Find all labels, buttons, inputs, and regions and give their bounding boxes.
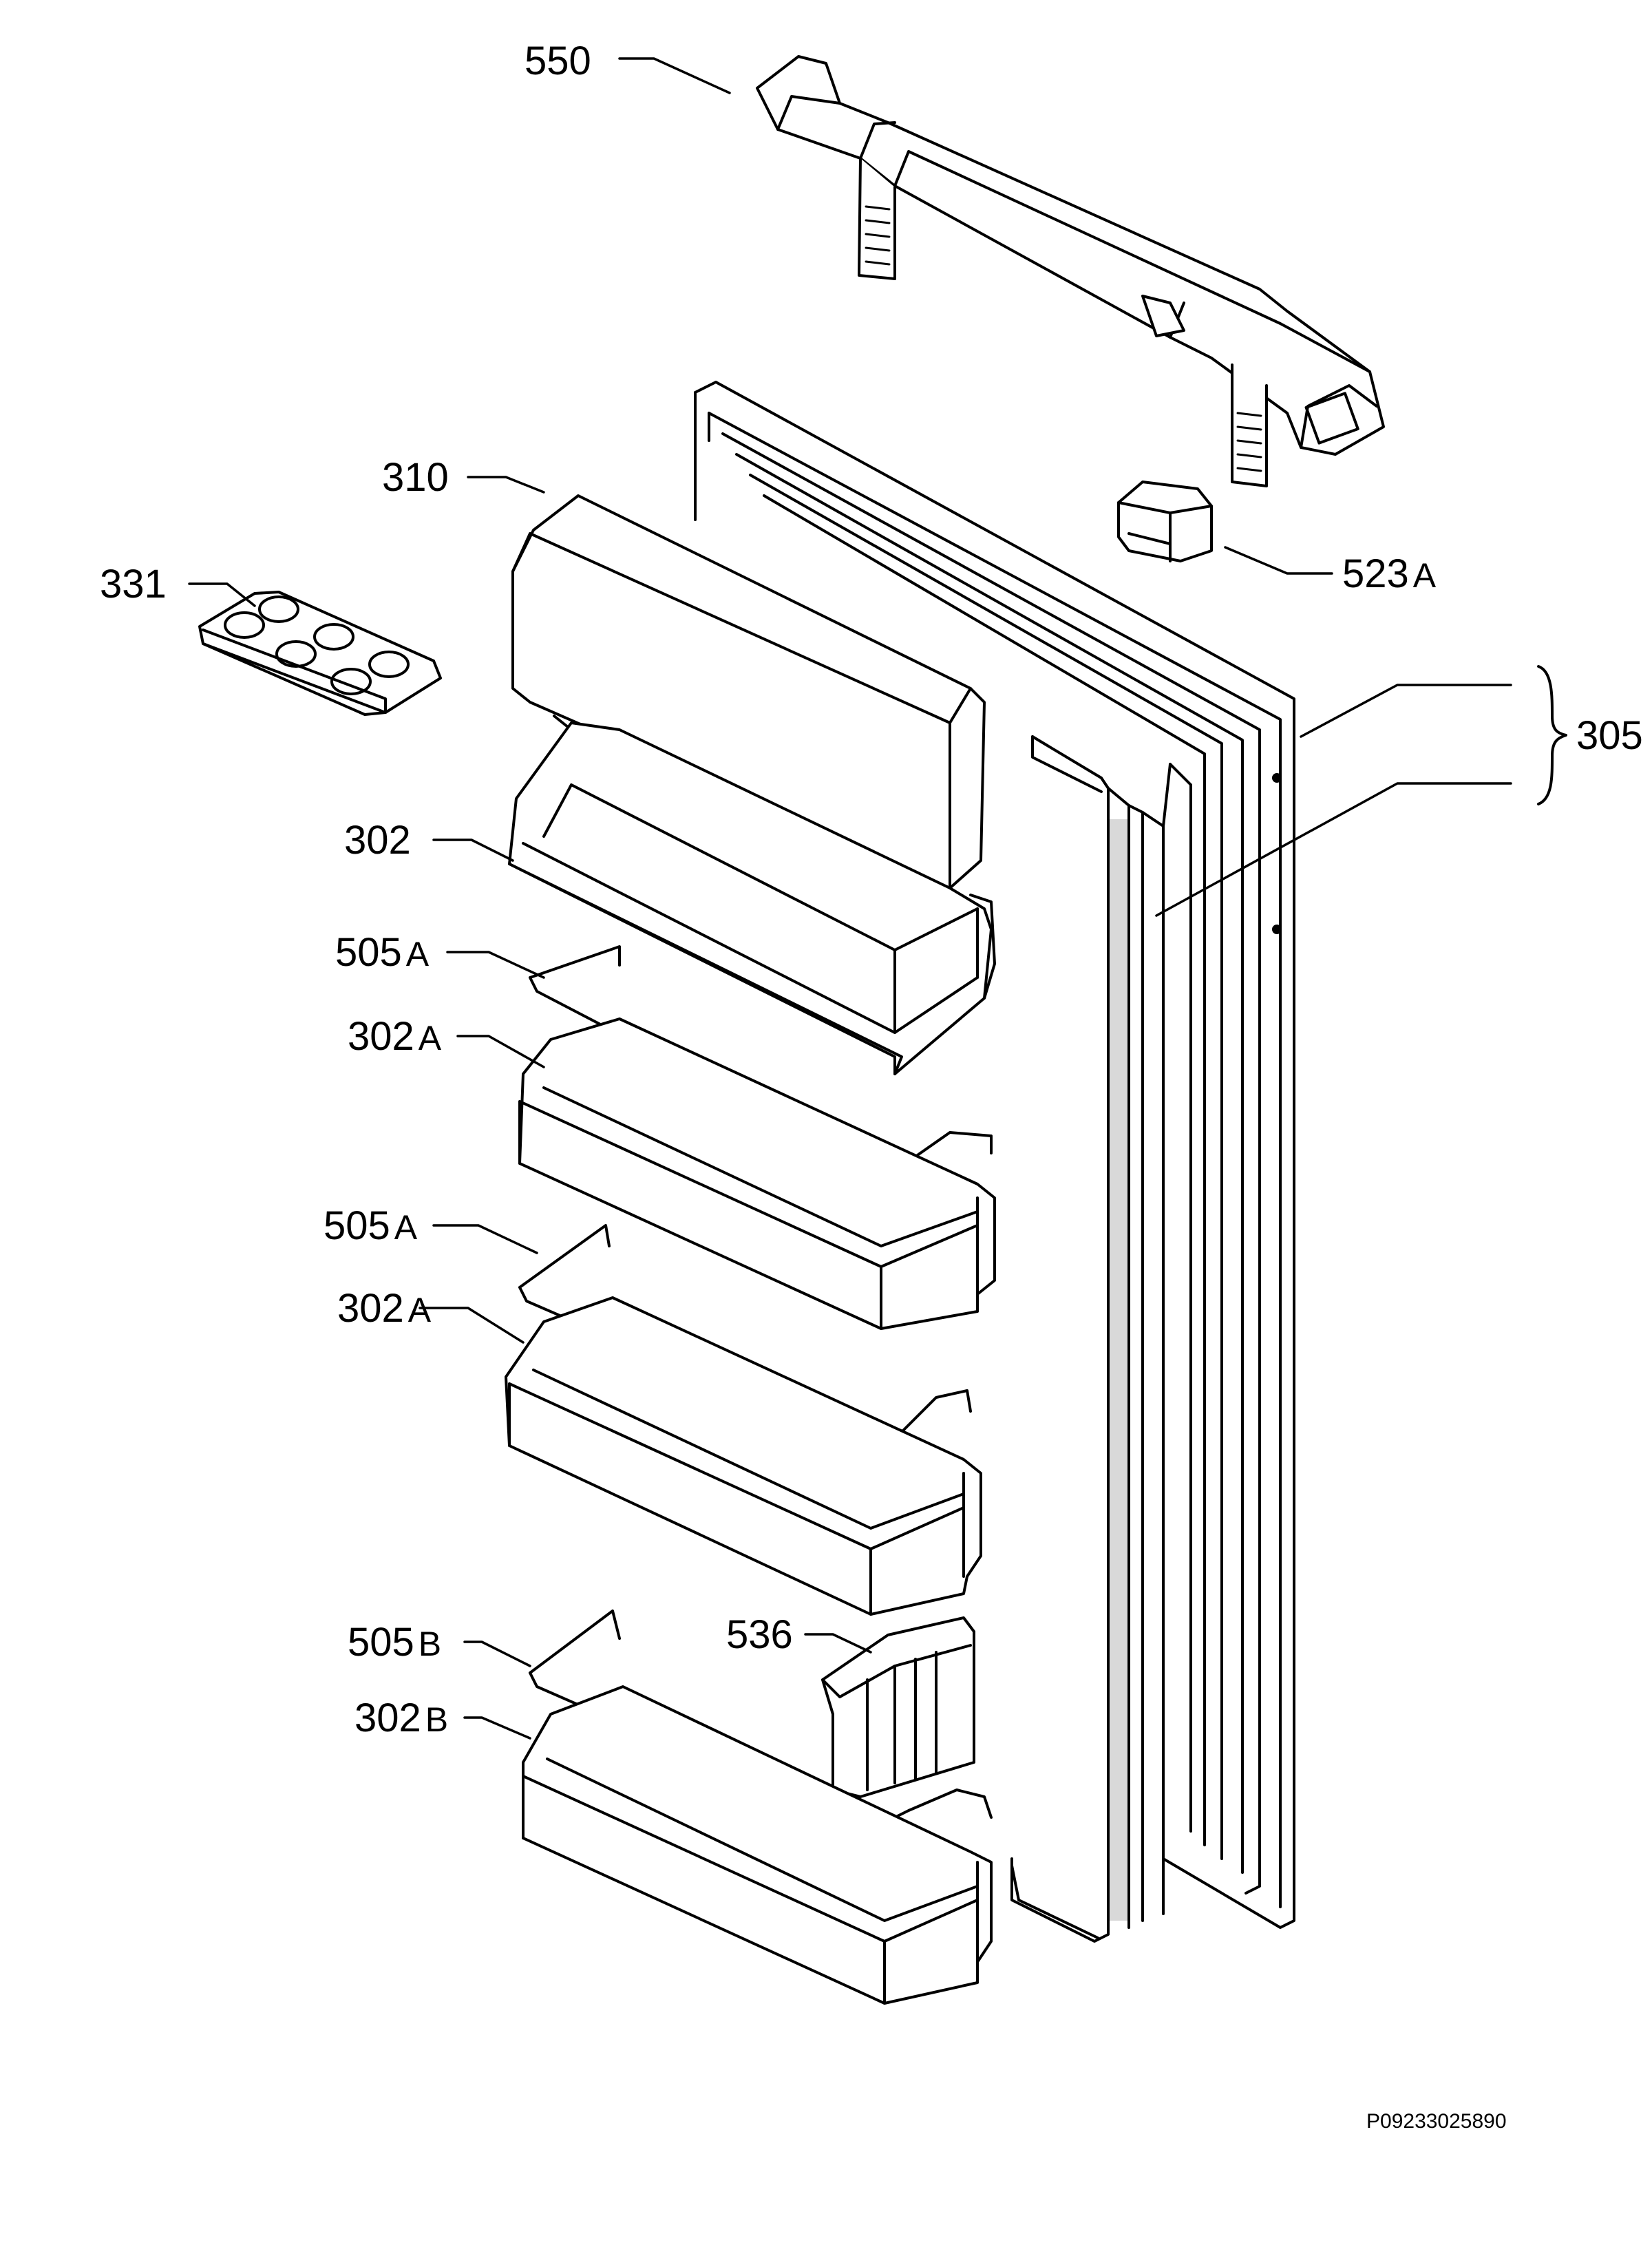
label-536-number: 536 <box>726 1612 793 1657</box>
part-505b-bar <box>529 1610 993 1833</box>
label-302a-1-suffix: A <box>418 1019 442 1057</box>
label-302a-2-number: 302 <box>337 1286 404 1331</box>
label-305-number: 305 <box>1576 713 1643 758</box>
leader-lines <box>188 57 1567 1740</box>
label-302-number: 302 <box>344 818 411 863</box>
label-505a-2-suffix: A <box>394 1208 418 1247</box>
label-505b-suffix: B <box>418 1625 442 1663</box>
part-550-hinge-bracket <box>756 55 1385 487</box>
part-302-dairy-compartment <box>508 721 996 1075</box>
label-505a-1-number: 505 <box>335 930 402 975</box>
label-305: 305 <box>1576 716 1643 756</box>
part-536-bottle-retainer <box>821 1616 975 1798</box>
label-536: 536 <box>726 1615 793 1655</box>
label-331-number: 331 <box>100 562 167 606</box>
label-523a-suffix: A <box>1412 556 1437 595</box>
label-302: 302 <box>344 821 411 861</box>
label-505a-2-number: 505 <box>324 1203 390 1248</box>
label-310-number: 310 <box>382 455 449 500</box>
part-302a-shelf-2 <box>505 1296 982 1616</box>
label-550: 550 <box>525 41 591 81</box>
drawing-code: P09233025890 <box>1366 2110 1507 2133</box>
part-302a-shelf-1 <box>518 1017 996 1330</box>
label-302b-number: 302 <box>354 1696 421 1740</box>
label-302a-1-number: 302 <box>348 1014 414 1059</box>
label-302a-2-suffix: A <box>407 1291 432 1329</box>
label-550-number: 550 <box>525 39 591 83</box>
label-523a-number: 523 <box>1342 551 1409 596</box>
part-302b-shelf <box>522 1685 993 2005</box>
label-505a-1-suffix: A <box>405 935 430 973</box>
part-310-dairy-lid <box>511 494 986 889</box>
label-310: 310 <box>382 458 449 498</box>
label-302b-suffix: B <box>425 1700 449 1739</box>
label-505b-number: 505 <box>348 1620 414 1665</box>
part-305-door <box>694 381 1295 1943</box>
part-331-egg-tray <box>198 591 442 716</box>
part-523a-hinge-cap <box>1117 481 1213 562</box>
label-331: 331 <box>100 564 167 604</box>
